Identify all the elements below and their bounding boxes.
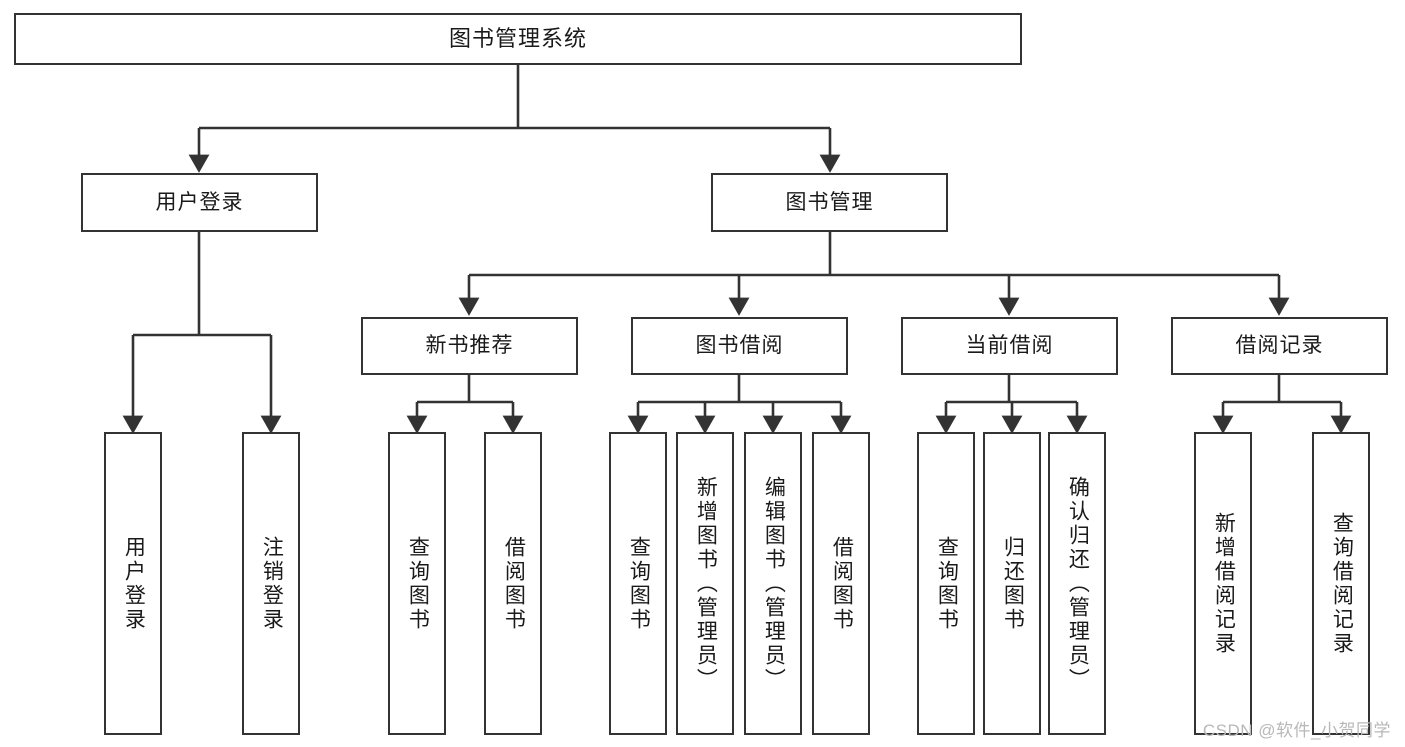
leaf-current-confirm-return-label: 确认归还（管理员） [1066,475,1090,692]
leaf-current-query-book-label: 查询图书 [935,535,959,632]
leaf-current-return-book-label: 归还图书 [1001,535,1025,632]
leaf-borrow-edit-book[interactable]: 编辑图书（管理员） [744,432,802,735]
csdn-watermark: CSDN @软件_小贺同学 [1202,721,1391,740]
leaf-user-logout[interactable]: 注销登录 [242,432,300,735]
leaf-borrow-borrow-book[interactable]: 借阅图书 [812,432,870,735]
leaf-record-add[interactable]: 新增借阅记录 [1194,432,1252,735]
node-book-management-label: 图书管理 [785,190,874,214]
leaf-user-login-label: 用户登录 [122,535,146,632]
leaf-borrow-query-book[interactable]: 查询图书 [609,432,667,735]
leaf-record-query[interactable]: 查询借阅记录 [1312,432,1370,735]
leaf-borrow-add-book[interactable]: 新增图书（管理员） [676,432,734,735]
node-current-borrow[interactable]: 当前借阅 [901,317,1118,375]
leaf-recommend-borrow-book-label: 借阅图书 [502,535,526,632]
node-new-book-recommend-label: 新书推荐 [425,334,514,358]
node-borrow-record[interactable]: 借阅记录 [1171,317,1388,375]
leaf-borrow-add-book-label: 新增图书（管理员） [694,475,718,692]
node-book-borrow-label: 图书借阅 [695,334,784,358]
leaf-record-add-label: 新增借阅记录 [1212,511,1236,656]
leaf-recommend-query-book-label: 查询图书 [406,535,430,632]
leaf-record-query-label: 查询借阅记录 [1330,511,1354,656]
leaf-current-query-book[interactable]: 查询图书 [917,432,975,735]
leaf-borrow-query-book-label: 查询图书 [627,535,651,632]
node-root[interactable]: 图书管理系统 [14,13,1022,65]
node-root-label: 图书管理系统 [448,25,587,51]
leaf-recommend-borrow-book[interactable]: 借阅图书 [484,432,542,735]
node-user-login[interactable]: 用户登录 [81,173,318,232]
leaf-recommend-query-book[interactable]: 查询图书 [388,432,446,735]
leaf-user-login[interactable]: 用户登录 [104,432,162,735]
node-new-book-recommend[interactable]: 新书推荐 [361,317,578,375]
node-borrow-record-label: 借阅记录 [1235,334,1324,358]
leaf-borrow-borrow-book-label: 借阅图书 [830,535,854,632]
leaf-borrow-edit-book-label: 编辑图书（管理员） [762,475,786,692]
leaf-user-logout-label: 注销登录 [260,535,284,632]
leaf-current-confirm-return[interactable]: 确认归还（管理员） [1048,432,1106,735]
node-current-borrow-label: 当前借阅 [965,334,1054,358]
node-user-login-label: 用户登录 [155,190,244,214]
node-book-borrow[interactable]: 图书借阅 [631,317,848,375]
leaf-current-return-book[interactable]: 归还图书 [983,432,1041,735]
node-book-management[interactable]: 图书管理 [711,173,948,232]
